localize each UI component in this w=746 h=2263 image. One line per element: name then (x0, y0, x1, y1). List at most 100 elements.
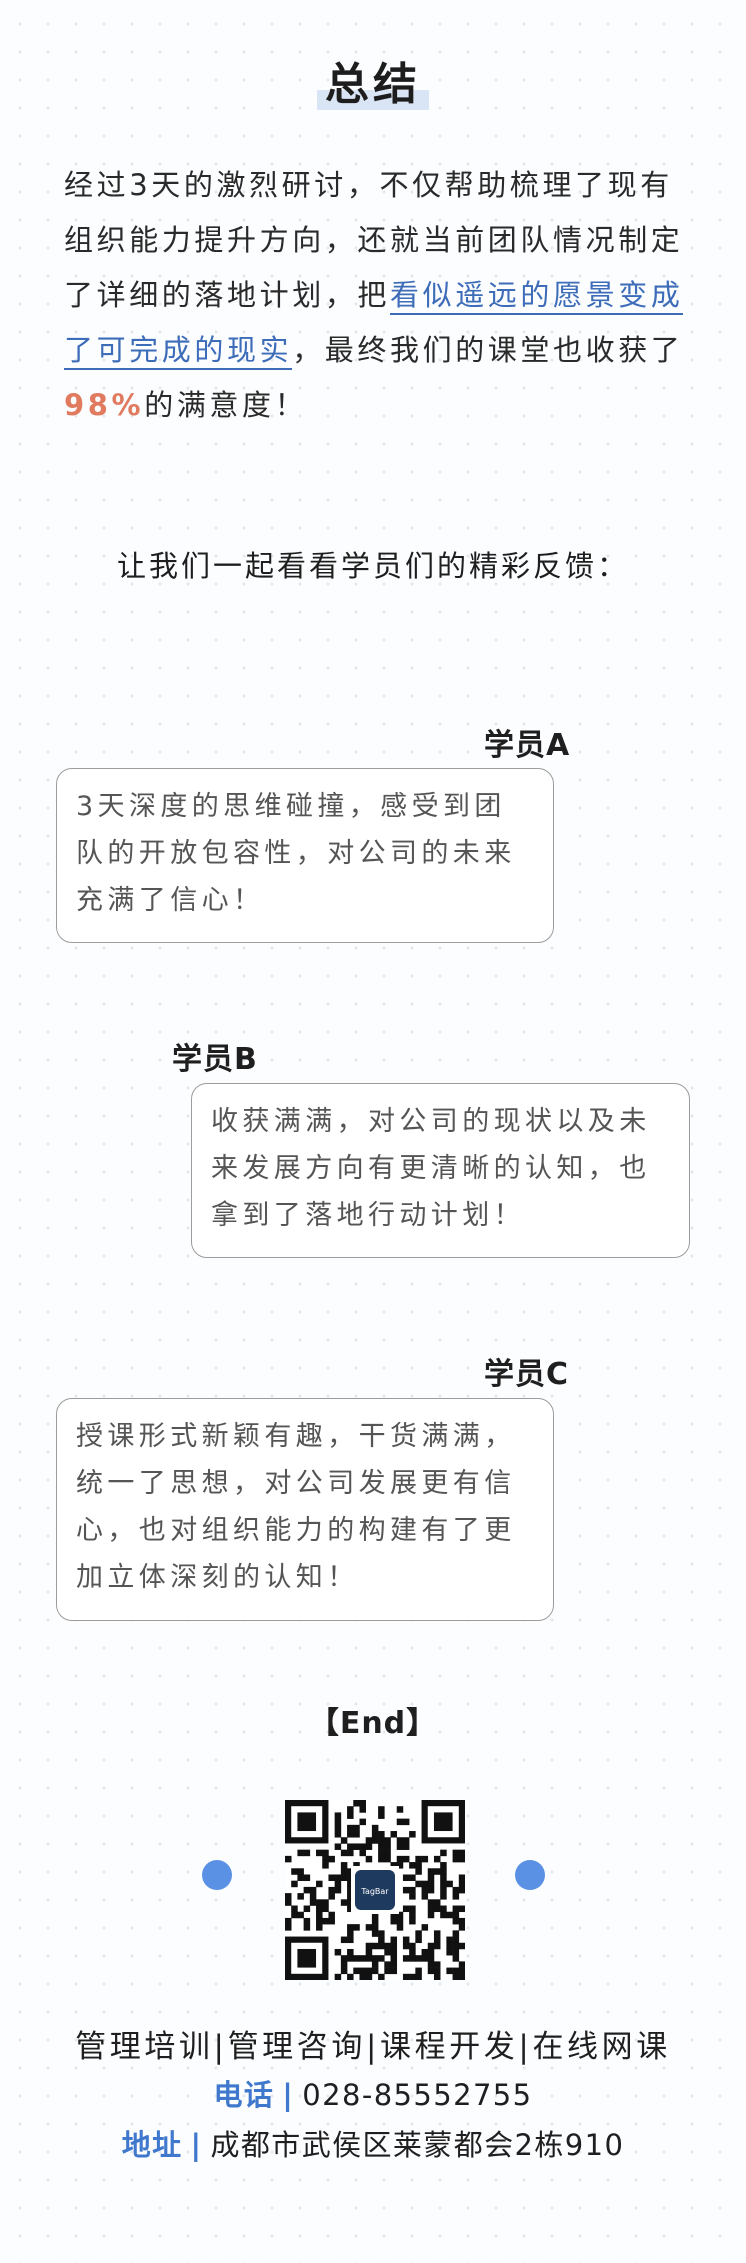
student-a-label: 学员A (484, 728, 571, 763)
qr-module (409, 1886, 416, 1894)
qr-module (415, 1973, 422, 1981)
qr-module (365, 1955, 373, 1962)
student-b-label: 学员B (172, 1042, 258, 1077)
qr-module (365, 1967, 373, 1975)
summary-highlight-link[interactable]: 看似遥远的愿景变成了可完成的现实 (64, 278, 684, 370)
qr-module (316, 1880, 323, 1888)
qr-module (402, 1973, 410, 1981)
qr-module (384, 1948, 391, 1956)
qr-module (390, 1831, 398, 1838)
phone-number[interactable]: 028-85552755 (302, 2078, 533, 2112)
qr-module (378, 1812, 385, 1819)
qr-module (452, 1917, 460, 1925)
qr-module (452, 1936, 460, 1944)
qr-module (409, 1874, 416, 1881)
qr-module (303, 1874, 311, 1881)
qr-module (297, 1849, 304, 1857)
qr-module (452, 1849, 460, 1857)
qr-module (396, 1818, 404, 1826)
qr-module (371, 1837, 379, 1844)
qr-module (353, 1955, 360, 1962)
qr-module (359, 1843, 366, 1850)
qr-module (427, 1880, 435, 1888)
qr-module (427, 1911, 435, 1919)
qr-module (303, 1849, 311, 1857)
qr-module (340, 1955, 348, 1962)
qr-module (303, 1917, 311, 1925)
qr-module (427, 1961, 435, 1968)
qr-module (316, 1899, 323, 1906)
qr-module (309, 1899, 317, 1906)
qr-module (458, 1880, 466, 1888)
qr-module (409, 1973, 416, 1981)
summary-text-2: ，最终我们的课堂也收获了 (292, 333, 684, 367)
qr-module (452, 1911, 460, 1919)
qr-module (371, 1961, 379, 1968)
qr-module (433, 1967, 441, 1975)
qr-module (359, 1818, 366, 1826)
phone-label: 电话 (213, 2078, 275, 2112)
qr-module (340, 1899, 348, 1906)
qr-module (340, 1874, 348, 1881)
qr-module (340, 1868, 348, 1875)
qr-module (402, 1936, 410, 1944)
qr-module (396, 1917, 404, 1925)
qr-code-icon[interactable]: TagBar (285, 1800, 466, 1981)
qr-module (427, 1948, 435, 1956)
qr-module (452, 1955, 460, 1962)
qr-module (415, 1967, 422, 1975)
qr-module (384, 1843, 391, 1850)
qr-module (316, 1917, 323, 1925)
qr-module (433, 1855, 441, 1863)
qr-module (365, 1855, 373, 1863)
qr-module (340, 1862, 348, 1869)
qr-module (433, 1961, 441, 1968)
satisfaction-percent: 98% (64, 388, 145, 422)
qr-module (328, 1855, 335, 1863)
qr-module (334, 1886, 342, 1894)
qr-module (291, 1880, 298, 1888)
qr-module (409, 1893, 416, 1900)
qr-module (409, 1911, 416, 1919)
phone-separator: | (282, 2078, 295, 2112)
qr-module (402, 1942, 410, 1950)
qr-module (378, 1843, 385, 1850)
qr-module (440, 1880, 447, 1888)
qr-module (371, 1930, 379, 1937)
qr-module (427, 1955, 435, 1962)
qr-module (440, 1868, 447, 1875)
qr-module (433, 1973, 441, 1981)
qr-module (365, 1973, 373, 1981)
qr-module (421, 1955, 429, 1962)
qr-module (334, 1880, 342, 1888)
qr-module (384, 1967, 391, 1975)
qr-module (440, 1886, 447, 1894)
qr-module (322, 1855, 329, 1863)
qr-module (458, 1973, 466, 1981)
qr-module (303, 1924, 311, 1931)
end-marker: 【End】 (308, 1706, 438, 1741)
qr-module (340, 1961, 348, 1968)
qr-module (433, 1936, 441, 1944)
qr-module (440, 1905, 447, 1913)
qr-module (285, 1899, 292, 1906)
qr-module (421, 1880, 429, 1888)
qr-module (384, 1855, 391, 1863)
qr-module (384, 1837, 391, 1844)
qr-module (378, 1955, 385, 1962)
qr-module (433, 1930, 441, 1937)
qr-module (316, 1849, 323, 1857)
qr-module (384, 1849, 391, 1857)
qr-module (359, 1967, 366, 1975)
qr-module (396, 1837, 404, 1844)
qr-module (347, 1843, 354, 1850)
student-c-feedback: 授课形式新颖有趣，干货满满，统一了思想，对公司发展更有信心，也对组织能力的构建有… (56, 1398, 554, 1621)
qr-module (378, 1849, 385, 1857)
qr-module (297, 1893, 304, 1900)
qr-module (347, 1868, 354, 1875)
qr-module (402, 1886, 410, 1894)
qr-module (409, 1831, 416, 1838)
qr-module (452, 1930, 460, 1937)
qr-module (328, 1917, 335, 1925)
qr-module (371, 1917, 379, 1925)
